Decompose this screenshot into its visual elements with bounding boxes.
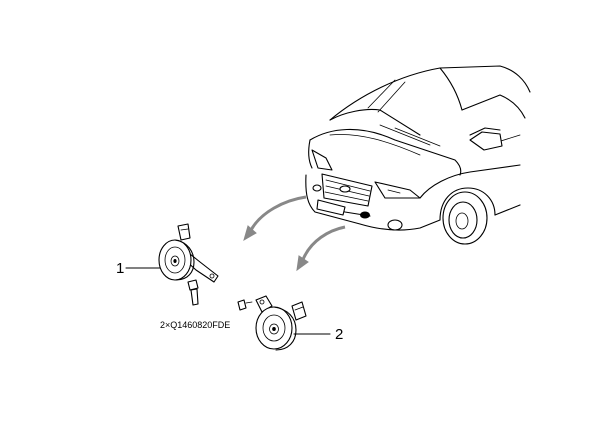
callout-2-label: 2 (335, 326, 343, 343)
callout-2: 2 (293, 326, 343, 343)
vehicle-front-icon (305, 65, 531, 245)
horn-1-icon (158, 223, 219, 283)
callout-1-label: 1 (116, 260, 124, 277)
fastener-spec: 2×Q1460820FDE (160, 320, 230, 330)
bolt-icon (187, 279, 199, 306)
callout-1: 1 (116, 260, 161, 277)
location-arrows (243, 195, 346, 272)
horn-2-icon (237, 295, 307, 351)
